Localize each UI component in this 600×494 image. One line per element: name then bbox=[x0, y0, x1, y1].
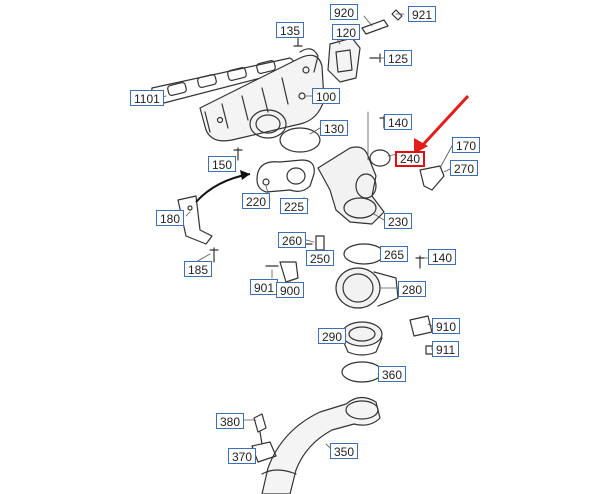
part-label-921[interactable]: 921 bbox=[408, 6, 437, 22]
bracket-270 bbox=[419, 165, 445, 191]
part-label-125[interactable]: 125 bbox=[384, 50, 413, 66]
part-label-911[interactable]: 911 bbox=[432, 341, 460, 357]
bolt-185 bbox=[209, 247, 219, 263]
part-label-920[interactable]: 920 bbox=[330, 4, 359, 20]
o-ring-240 bbox=[369, 149, 391, 167]
part-label-265[interactable]: 265 bbox=[380, 246, 409, 262]
part-label-135[interactable]: 135 bbox=[276, 22, 305, 38]
red-arrow-line bbox=[418, 94, 470, 150]
part-label-270[interactable]: 270 bbox=[450, 160, 479, 176]
part-label-280[interactable]: 280 bbox=[398, 281, 427, 297]
gasket-265 bbox=[343, 243, 385, 265]
sensor-380 bbox=[253, 413, 267, 445]
part-label-120[interactable]: 120 bbox=[332, 24, 361, 40]
connection-housing-230 bbox=[317, 146, 385, 225]
charge-air-pipe-350 bbox=[261, 396, 381, 494]
part-label-170[interactable]: 170 bbox=[452, 137, 481, 153]
clip-900 bbox=[265, 261, 299, 283]
gasket-ring-130 bbox=[279, 127, 321, 153]
part-label-250[interactable]: 250 bbox=[306, 250, 335, 266]
red-arrow-head bbox=[414, 138, 428, 154]
part-label-360[interactable]: 360 bbox=[378, 366, 407, 382]
sleeve-290 bbox=[341, 321, 383, 356]
part-label-260[interactable]: 260 bbox=[278, 232, 307, 248]
part-label-901[interactable]: 901 bbox=[250, 279, 279, 295]
part-label-1101[interactable]: 1101 bbox=[130, 90, 164, 106]
part-label-230[interactable]: 230 bbox=[384, 213, 413, 229]
part-label-350[interactable]: 350 bbox=[330, 443, 359, 459]
part-label-185[interactable]: 185 bbox=[184, 261, 213, 277]
part-label-140-upper[interactable]: 140 bbox=[384, 114, 413, 130]
part-label-180[interactable]: 180 bbox=[156, 210, 185, 226]
part-label-900[interactable]: 900 bbox=[276, 282, 305, 298]
part-label-370[interactable]: 370 bbox=[228, 448, 257, 464]
bracket-180 bbox=[177, 195, 213, 245]
part-label-225[interactable]: 225 bbox=[280, 198, 309, 214]
pointer-arrow-head bbox=[240, 170, 250, 180]
part-label-220[interactable]: 220 bbox=[242, 193, 271, 209]
bolt-150 bbox=[233, 147, 243, 161]
bolt-140-lower bbox=[415, 255, 425, 269]
o-ring-360 bbox=[341, 361, 383, 383]
connector-910 bbox=[409, 315, 433, 337]
part-label-240-highlighted[interactable]: 240 bbox=[395, 151, 426, 167]
adapter-plate-220 bbox=[256, 159, 315, 193]
part-label-130[interactable]: 130 bbox=[320, 120, 349, 136]
part-label-380[interactable]: 380 bbox=[216, 413, 245, 429]
part-label-290[interactable]: 290 bbox=[318, 328, 347, 344]
part-label-910[interactable]: 910 bbox=[432, 318, 461, 334]
part-label-100[interactable]: 100 bbox=[312, 88, 341, 104]
part-label-140-lower[interactable]: 140 bbox=[428, 249, 457, 265]
intake-manifold bbox=[199, 48, 325, 142]
part-label-150[interactable]: 150 bbox=[208, 156, 237, 172]
